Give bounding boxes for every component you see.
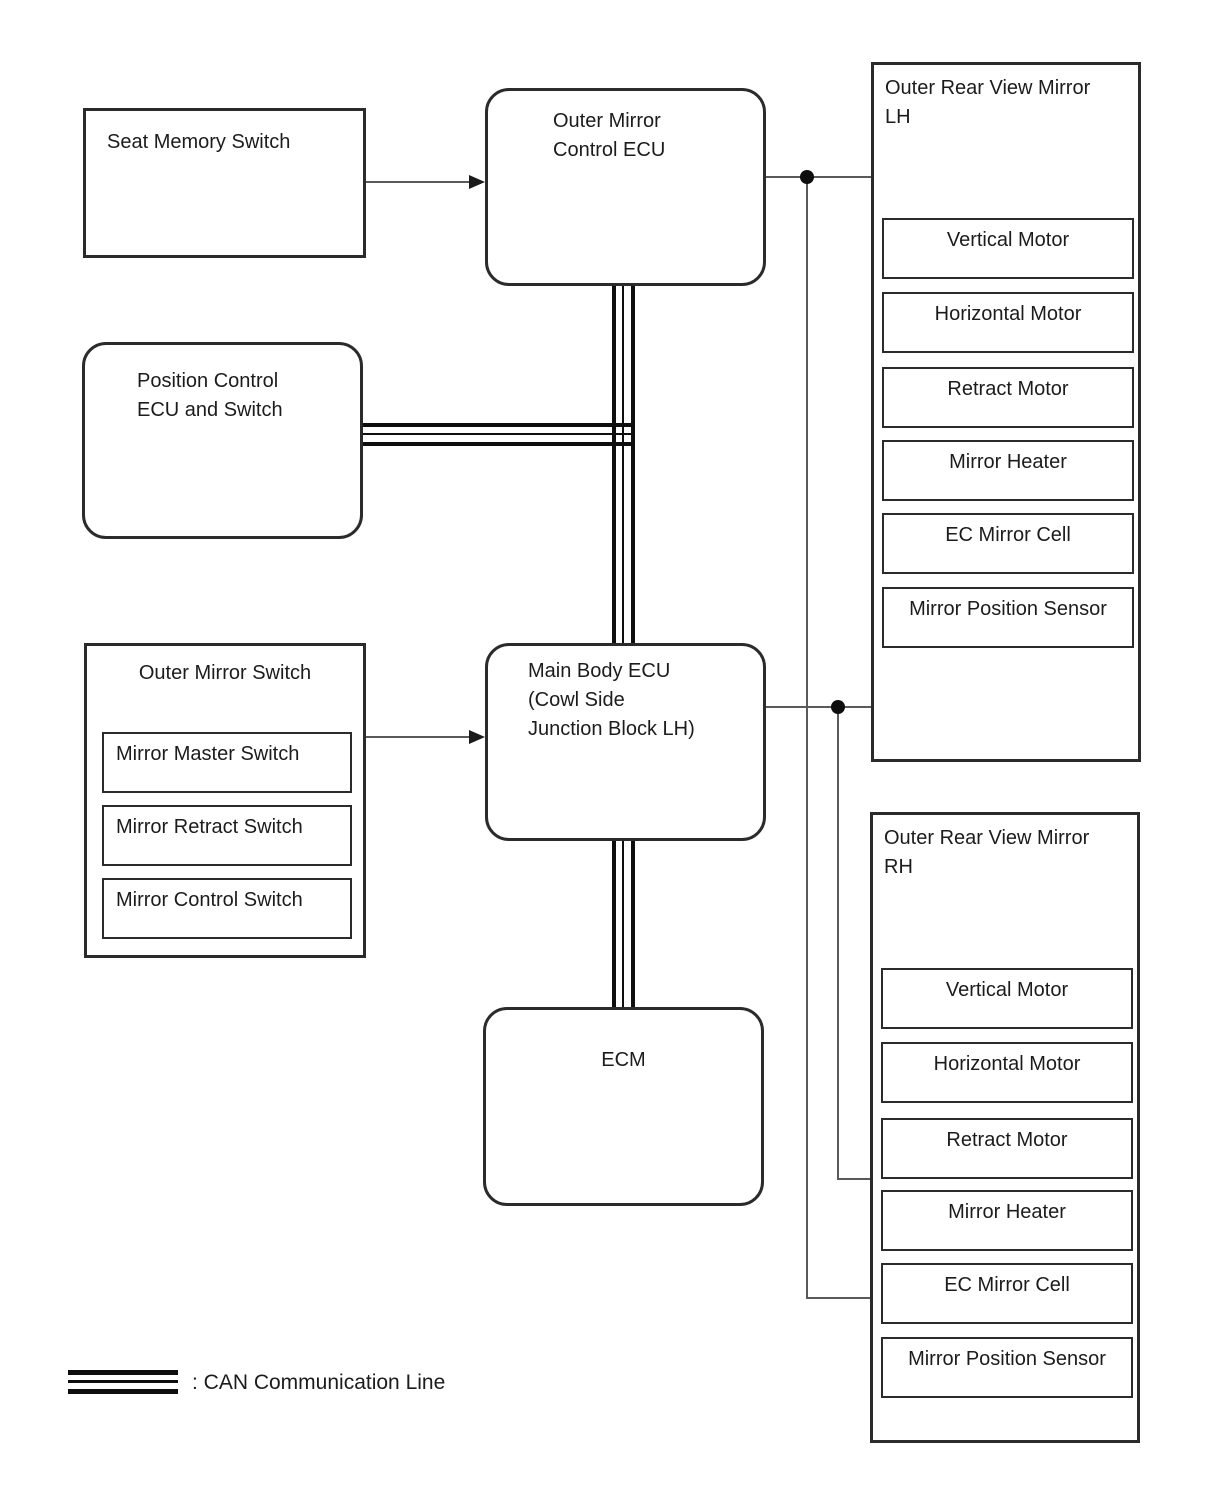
- node-label: EC Mirror Cell: [945, 524, 1071, 546]
- node-label-line: Control ECU: [553, 139, 666, 161]
- can-branch-pos-line2: [362, 433, 635, 435]
- can-trunk-upper-line1: [612, 286, 616, 645]
- node-lh-vertical-motor: Vertical Motor: [882, 218, 1134, 279]
- node-rh-retract-motor: Retract Motor: [881, 1118, 1133, 1179]
- arrowhead-seat-to-omc: [469, 175, 485, 189]
- connector-oms-to-mb: [366, 736, 472, 738]
- can-line-symbol-line1: [68, 1370, 178, 1375]
- node-main-body-ecu: Main Body ECU (Cowl Side Junction Block …: [485, 643, 766, 841]
- node-title-line: Outer Rear View Mirror: [885, 77, 1091, 99]
- node-label: Mirror Retract Switch: [116, 816, 303, 838]
- can-line-symbol-line2: [68, 1380, 178, 1383]
- node-lh-ec-mirror-cell: EC Mirror Cell: [882, 513, 1134, 574]
- node-label: Mirror Control Switch: [116, 889, 303, 911]
- node-rh-vertical-motor: Vertical Motor: [881, 968, 1133, 1029]
- node-label: Mirror Position Sensor: [909, 598, 1107, 620]
- connector-mb-to-lh: [766, 706, 871, 708]
- node-label: Seat Memory Switch: [107, 131, 291, 153]
- node-title-line: Outer Rear View Mirror: [884, 827, 1090, 849]
- node-label-line: ECU and Switch: [137, 399, 283, 421]
- node-rh-ec-mirror-cell: EC Mirror Cell: [881, 1263, 1133, 1324]
- node-outer-rear-view-mirror-rh: Outer Rear View Mirror RH Vertical Motor…: [870, 812, 1140, 1443]
- can-branch-pos-line1: [362, 423, 635, 427]
- node-rh-mirror-heater: Mirror Heater: [881, 1190, 1133, 1251]
- node-label: Retract Motor: [947, 378, 1069, 400]
- node-lh-mirror-heater: Mirror Heater: [882, 440, 1134, 501]
- node-label: Retract Motor: [946, 1129, 1068, 1151]
- legend-label: : CAN Communication Line: [192, 1371, 446, 1394]
- connector-omc-into-rh: [806, 1297, 870, 1299]
- node-label: Vertical Motor: [946, 229, 1070, 251]
- node-ecm: ECM: [483, 1007, 764, 1206]
- node-label: Horizontal Motor: [933, 1053, 1081, 1075]
- node-label: ECM: [601, 1049, 646, 1071]
- node-rh-horizontal-motor: Horizontal Motor: [881, 1042, 1133, 1103]
- node-label: Mirror Position Sensor: [908, 1348, 1106, 1370]
- connector-omc-drop-to-rh: [806, 177, 808, 1298]
- connector-seat-to-omc: [366, 181, 472, 183]
- node-mirror-master-switch: Mirror Master Switch: [102, 732, 352, 793]
- can-trunk-lower-line1: [612, 838, 616, 1009]
- connector-mb-into-rh: [837, 1178, 870, 1180]
- node-label-line: Junction Block LH): [528, 718, 695, 740]
- node-outer-mirror-switch: Outer Mirror Switch Mirror Master Switch…: [84, 643, 366, 958]
- node-seat-memory-switch: Seat Memory Switch: [83, 108, 366, 258]
- node-lh-horizontal-motor: Horizontal Motor: [882, 292, 1134, 353]
- can-trunk-lower-line3: [631, 838, 635, 1009]
- node-position-control-ecu: Position Control ECU and Switch: [82, 342, 363, 539]
- node-rh-mirror-position-sensor: Mirror Position Sensor: [881, 1337, 1133, 1398]
- node-outer-mirror-control-ecu: Outer Mirror Control ECU: [485, 88, 766, 286]
- node-label: Mirror Heater: [949, 451, 1067, 473]
- node-label: Mirror Heater: [948, 1201, 1066, 1223]
- node-lh-retract-motor: Retract Motor: [882, 367, 1134, 428]
- node-title-line: LH: [885, 106, 911, 128]
- node-title: Outer Mirror Switch: [138, 662, 312, 684]
- node-label-line: (Cowl Side: [528, 689, 625, 711]
- node-mirror-retract-switch: Mirror Retract Switch: [102, 805, 352, 866]
- node-label: Mirror Master Switch: [116, 743, 300, 765]
- node-label: Vertical Motor: [945, 979, 1069, 1001]
- node-title-line: RH: [884, 856, 913, 878]
- can-line-symbol-line3: [68, 1389, 178, 1394]
- node-label-line: Outer Mirror: [553, 110, 661, 132]
- can-trunk-lower-line2: [622, 838, 624, 1009]
- node-lh-mirror-position-sensor: Mirror Position Sensor: [882, 587, 1134, 648]
- node-label: Horizontal Motor: [934, 303, 1082, 325]
- junction-dot-mb: [831, 700, 845, 714]
- node-label-line: Main Body ECU: [528, 660, 671, 682]
- node-mirror-control-switch: Mirror Control Switch: [102, 878, 352, 939]
- arrowhead-oms-to-mb: [469, 730, 485, 744]
- can-trunk-upper-line3: [631, 286, 635, 645]
- node-label-line: Position Control: [137, 370, 279, 392]
- node-outer-rear-view-mirror-lh: Outer Rear View Mirror LH Vertical Motor…: [871, 62, 1141, 762]
- node-label: EC Mirror Cell: [944, 1274, 1070, 1296]
- junction-dot-omc: [800, 170, 814, 184]
- connector-omc-to-lh: [766, 176, 871, 178]
- can-branch-pos-line3: [362, 442, 635, 446]
- connector-mb-drop-to-rh: [837, 707, 839, 1180]
- can-trunk-upper-line2: [622, 286, 624, 645]
